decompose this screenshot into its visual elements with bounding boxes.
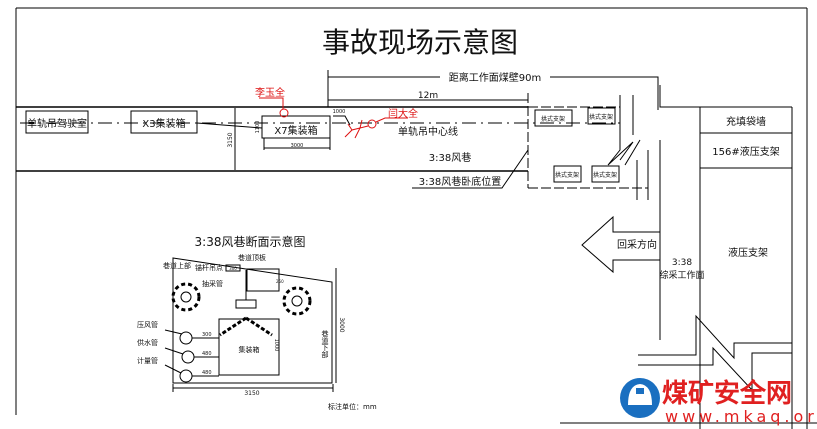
svg-text:1000: 1000 [333, 109, 346, 115]
watermark-url: www.mkaq.org [665, 407, 817, 426]
drain-pipe-icon [171, 282, 312, 316]
svg-text:3:38: 3:38 [672, 258, 692, 268]
svg-text:拱式支架: 拱式支架 [541, 115, 565, 123]
face-lines [659, 85, 793, 429]
svg-text:抽采管: 抽采管 [202, 279, 223, 288]
pipe-icons [164, 329, 219, 383]
svg-text:集装箱: 集装箱 [239, 345, 260, 354]
x7-label: X7集装箱 [274, 124, 317, 137]
driver-cab-box [25, 110, 89, 134]
break-lines [607, 95, 649, 200]
dist-12m: 12m [418, 91, 438, 101]
hyd-support-label: 液压支架 [728, 246, 768, 259]
driver-cab-label: 单轨吊驾驶室 [27, 117, 87, 130]
svg-text:巷道顶板: 巷道顶板 [238, 253, 266, 262]
svg-text:拱式支架: 拱式支架 [555, 171, 579, 179]
roadway-walls [16, 106, 528, 172]
watermark-logo [620, 378, 660, 418]
person-icon [367, 119, 377, 129]
svg-text:3150: 3150 [227, 132, 234, 147]
person2-label: 闫大全 [388, 107, 418, 120]
svg-text:压风管: 压风管 [137, 320, 158, 329]
svg-text:1100: 1100 [255, 121, 261, 134]
mining-direction-arrow-icon [581, 215, 660, 274]
svg-text:300: 300 [229, 266, 237, 271]
svg-text:3150: 3150 [244, 390, 259, 397]
svg-text:供水管: 供水管 [137, 338, 158, 347]
frame [15, 7, 808, 429]
svg-text:3000: 3000 [291, 143, 304, 149]
direction-label: 回采方向 [617, 238, 657, 251]
container-section [218, 318, 280, 376]
page-title: 事故现场示意图 [322, 26, 518, 59]
fill-wall-label: 充填袋墙 [726, 115, 766, 128]
distance-label: 距离工作面煤壁90m [449, 71, 541, 84]
x7-container-box [261, 115, 331, 139]
svg-text:250: 250 [276, 279, 284, 284]
x3-container-box [130, 110, 198, 134]
support156-label: 156#液压支架 [712, 145, 779, 158]
open-area [527, 93, 648, 189]
watermark-name: 煤矿安全网 [662, 378, 792, 409]
svg-text:1000: 1000 [273, 339, 279, 352]
unit-label: 标注单位：mm [328, 402, 377, 411]
floor-position-label: 3:38风巷卧底位置 [419, 175, 501, 188]
svg-text:计量管: 计量管 [137, 356, 158, 365]
arch-supports: 拱式支架 拱式支架 拱式支架 拱式支架 [534, 107, 620, 183]
dimension-lines [327, 70, 659, 110]
svg-text:3000: 3000 [338, 317, 345, 332]
svg-text:480: 480 [202, 370, 212, 376]
section-title: 3:38风巷断面示意图 [195, 234, 306, 249]
svg-text:锚杆吊点: 锚杆吊点 [195, 263, 223, 272]
face-label: 综采工作面 [659, 269, 704, 281]
person1-label: 李玉全 [255, 86, 285, 99]
svg-text:300: 300 [202, 332, 212, 338]
svg-text:拱式支架: 拱式支架 [593, 171, 617, 179]
bottom-break [638, 314, 792, 392]
centerline-label: 单轨吊中心线 [398, 125, 458, 138]
svg-text:拱式支架: 拱式支架 [589, 113, 613, 121]
roadway-label: 3:38风巷 [429, 152, 471, 164]
lower-label: 巷道下部 [321, 330, 329, 359]
upper-label: 巷道上部 [163, 261, 191, 270]
x3-label: X3集装箱 [142, 117, 185, 130]
svg-text:480: 480 [202, 351, 212, 357]
person-icon [279, 108, 289, 118]
